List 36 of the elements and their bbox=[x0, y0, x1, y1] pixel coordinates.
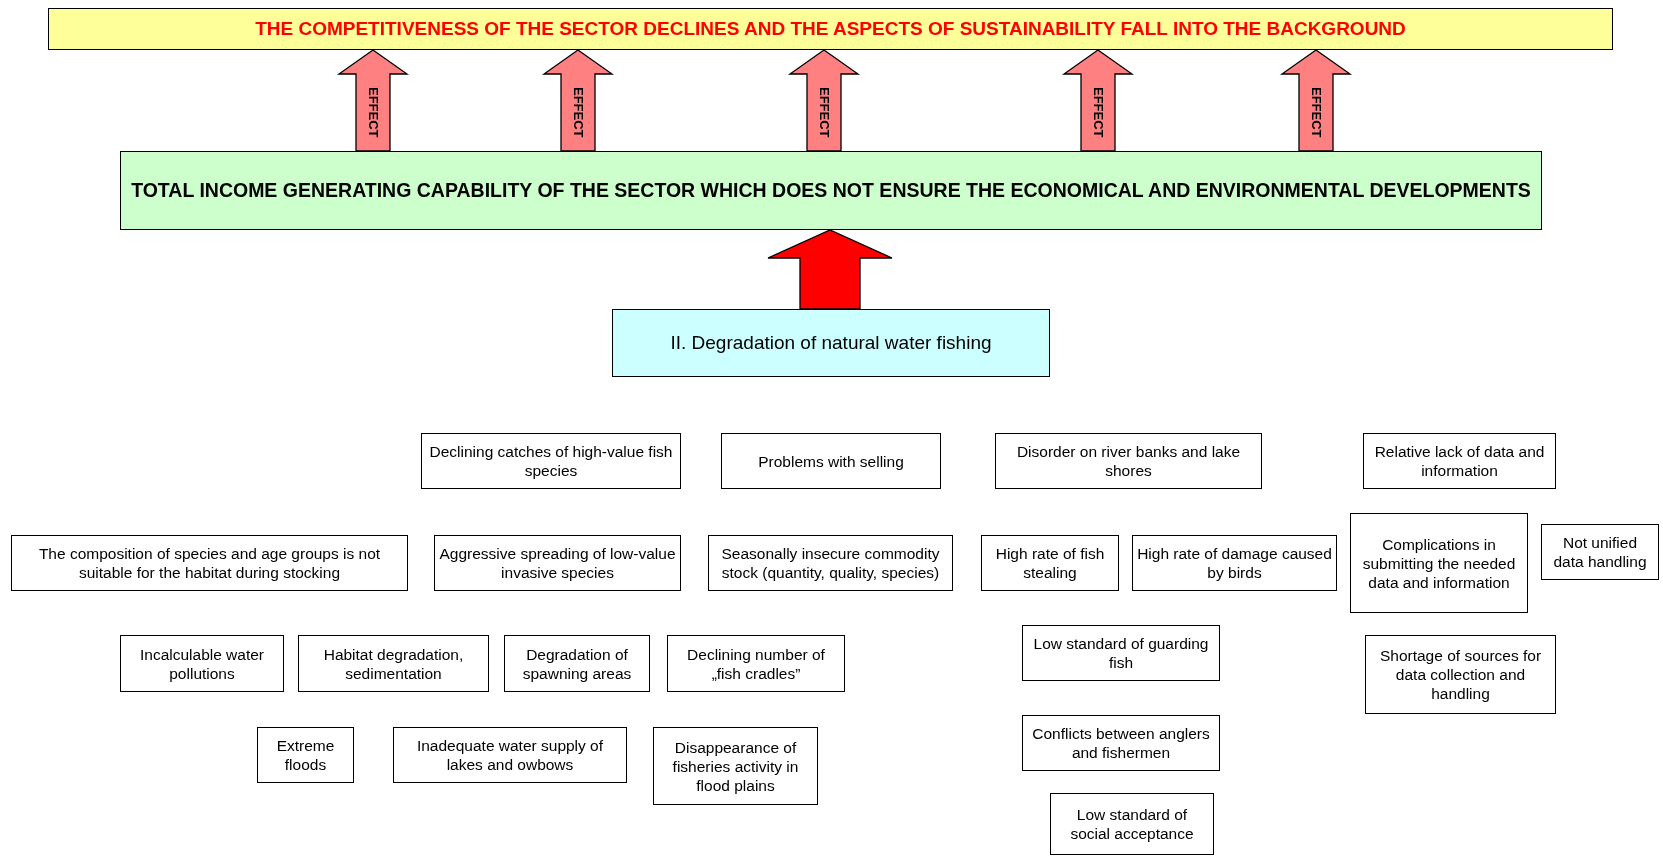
edge-label: EFFECT bbox=[366, 87, 380, 138]
factor-box: Conflicts between anglers and fishermen bbox=[1022, 715, 1220, 771]
factor-box: Degradation of spawning areas bbox=[504, 635, 650, 692]
cause-box: II. Degradation of natural water fishing bbox=[612, 309, 1050, 377]
block-arrow bbox=[336, 49, 410, 152]
factor-box: High rate of fish stealing bbox=[981, 535, 1119, 591]
block-arrow bbox=[1279, 49, 1353, 152]
factor-box: Incalculable water pollutions bbox=[120, 635, 284, 692]
factor-box: Inadequate water supply of lakes and owbows bbox=[393, 727, 627, 783]
factor-box: Shortage of sources for data collection and handling bbox=[1365, 635, 1556, 714]
factor-box: Not unified data handling bbox=[1541, 524, 1659, 580]
edge-label: EFFECT bbox=[1091, 87, 1105, 138]
factor-box: Problems with selling bbox=[721, 433, 941, 489]
factor-box: Aggressive spreading of low-value invasive species bbox=[434, 535, 681, 591]
core-problem-box: TOTAL INCOME GENERATING CAPABILITY OF THE SECTOR WHICH DOES NOT ENSURE THE ECONOMICAL AND ENVIRONMENTAL DEVELOPMENTS bbox=[120, 151, 1542, 230]
factor-box: Relative lack of data and information bbox=[1363, 433, 1556, 489]
factor-box: Habitat degradation, sedimentation bbox=[298, 635, 489, 692]
factor-box: Low standard of guarding fish bbox=[1022, 625, 1220, 681]
block-arrow bbox=[787, 49, 861, 152]
factor-box: Disappearance of fisheries activity in flood plains bbox=[653, 727, 818, 805]
block-arrow bbox=[767, 229, 893, 310]
block-arrow bbox=[1061, 49, 1135, 152]
effect-banner: THE COMPETITIVENESS OF THE SECTOR DECLINES AND THE ASPECTS OF SUSTAINABILITY FALL INTO THE BACKGROUND bbox=[48, 8, 1613, 50]
edge-label: EFFECT bbox=[817, 87, 831, 138]
factor-box: High rate of damage caused by birds bbox=[1132, 535, 1337, 591]
factor-box: The composition of species and age groups is not suitable for the habitat during stocking bbox=[11, 535, 408, 591]
block-arrow bbox=[541, 49, 615, 152]
factor-box: Extreme floods bbox=[257, 727, 354, 783]
factor-box: Disorder on river banks and lake shores bbox=[995, 433, 1262, 489]
factor-box: Declining catches of high-value fish species bbox=[421, 433, 681, 489]
factor-box: Low standard of social acceptance bbox=[1050, 793, 1214, 855]
factor-box: Complications in submitting the needed data and information bbox=[1350, 513, 1528, 613]
factor-box: Declining number of „fish cradles” bbox=[667, 635, 845, 692]
factor-box: Seasonally insecure commodity stock (quantity, quality, species) bbox=[708, 535, 953, 591]
edge-label: EFFECT bbox=[571, 87, 585, 138]
edge-label: EFFECT bbox=[1309, 87, 1323, 138]
